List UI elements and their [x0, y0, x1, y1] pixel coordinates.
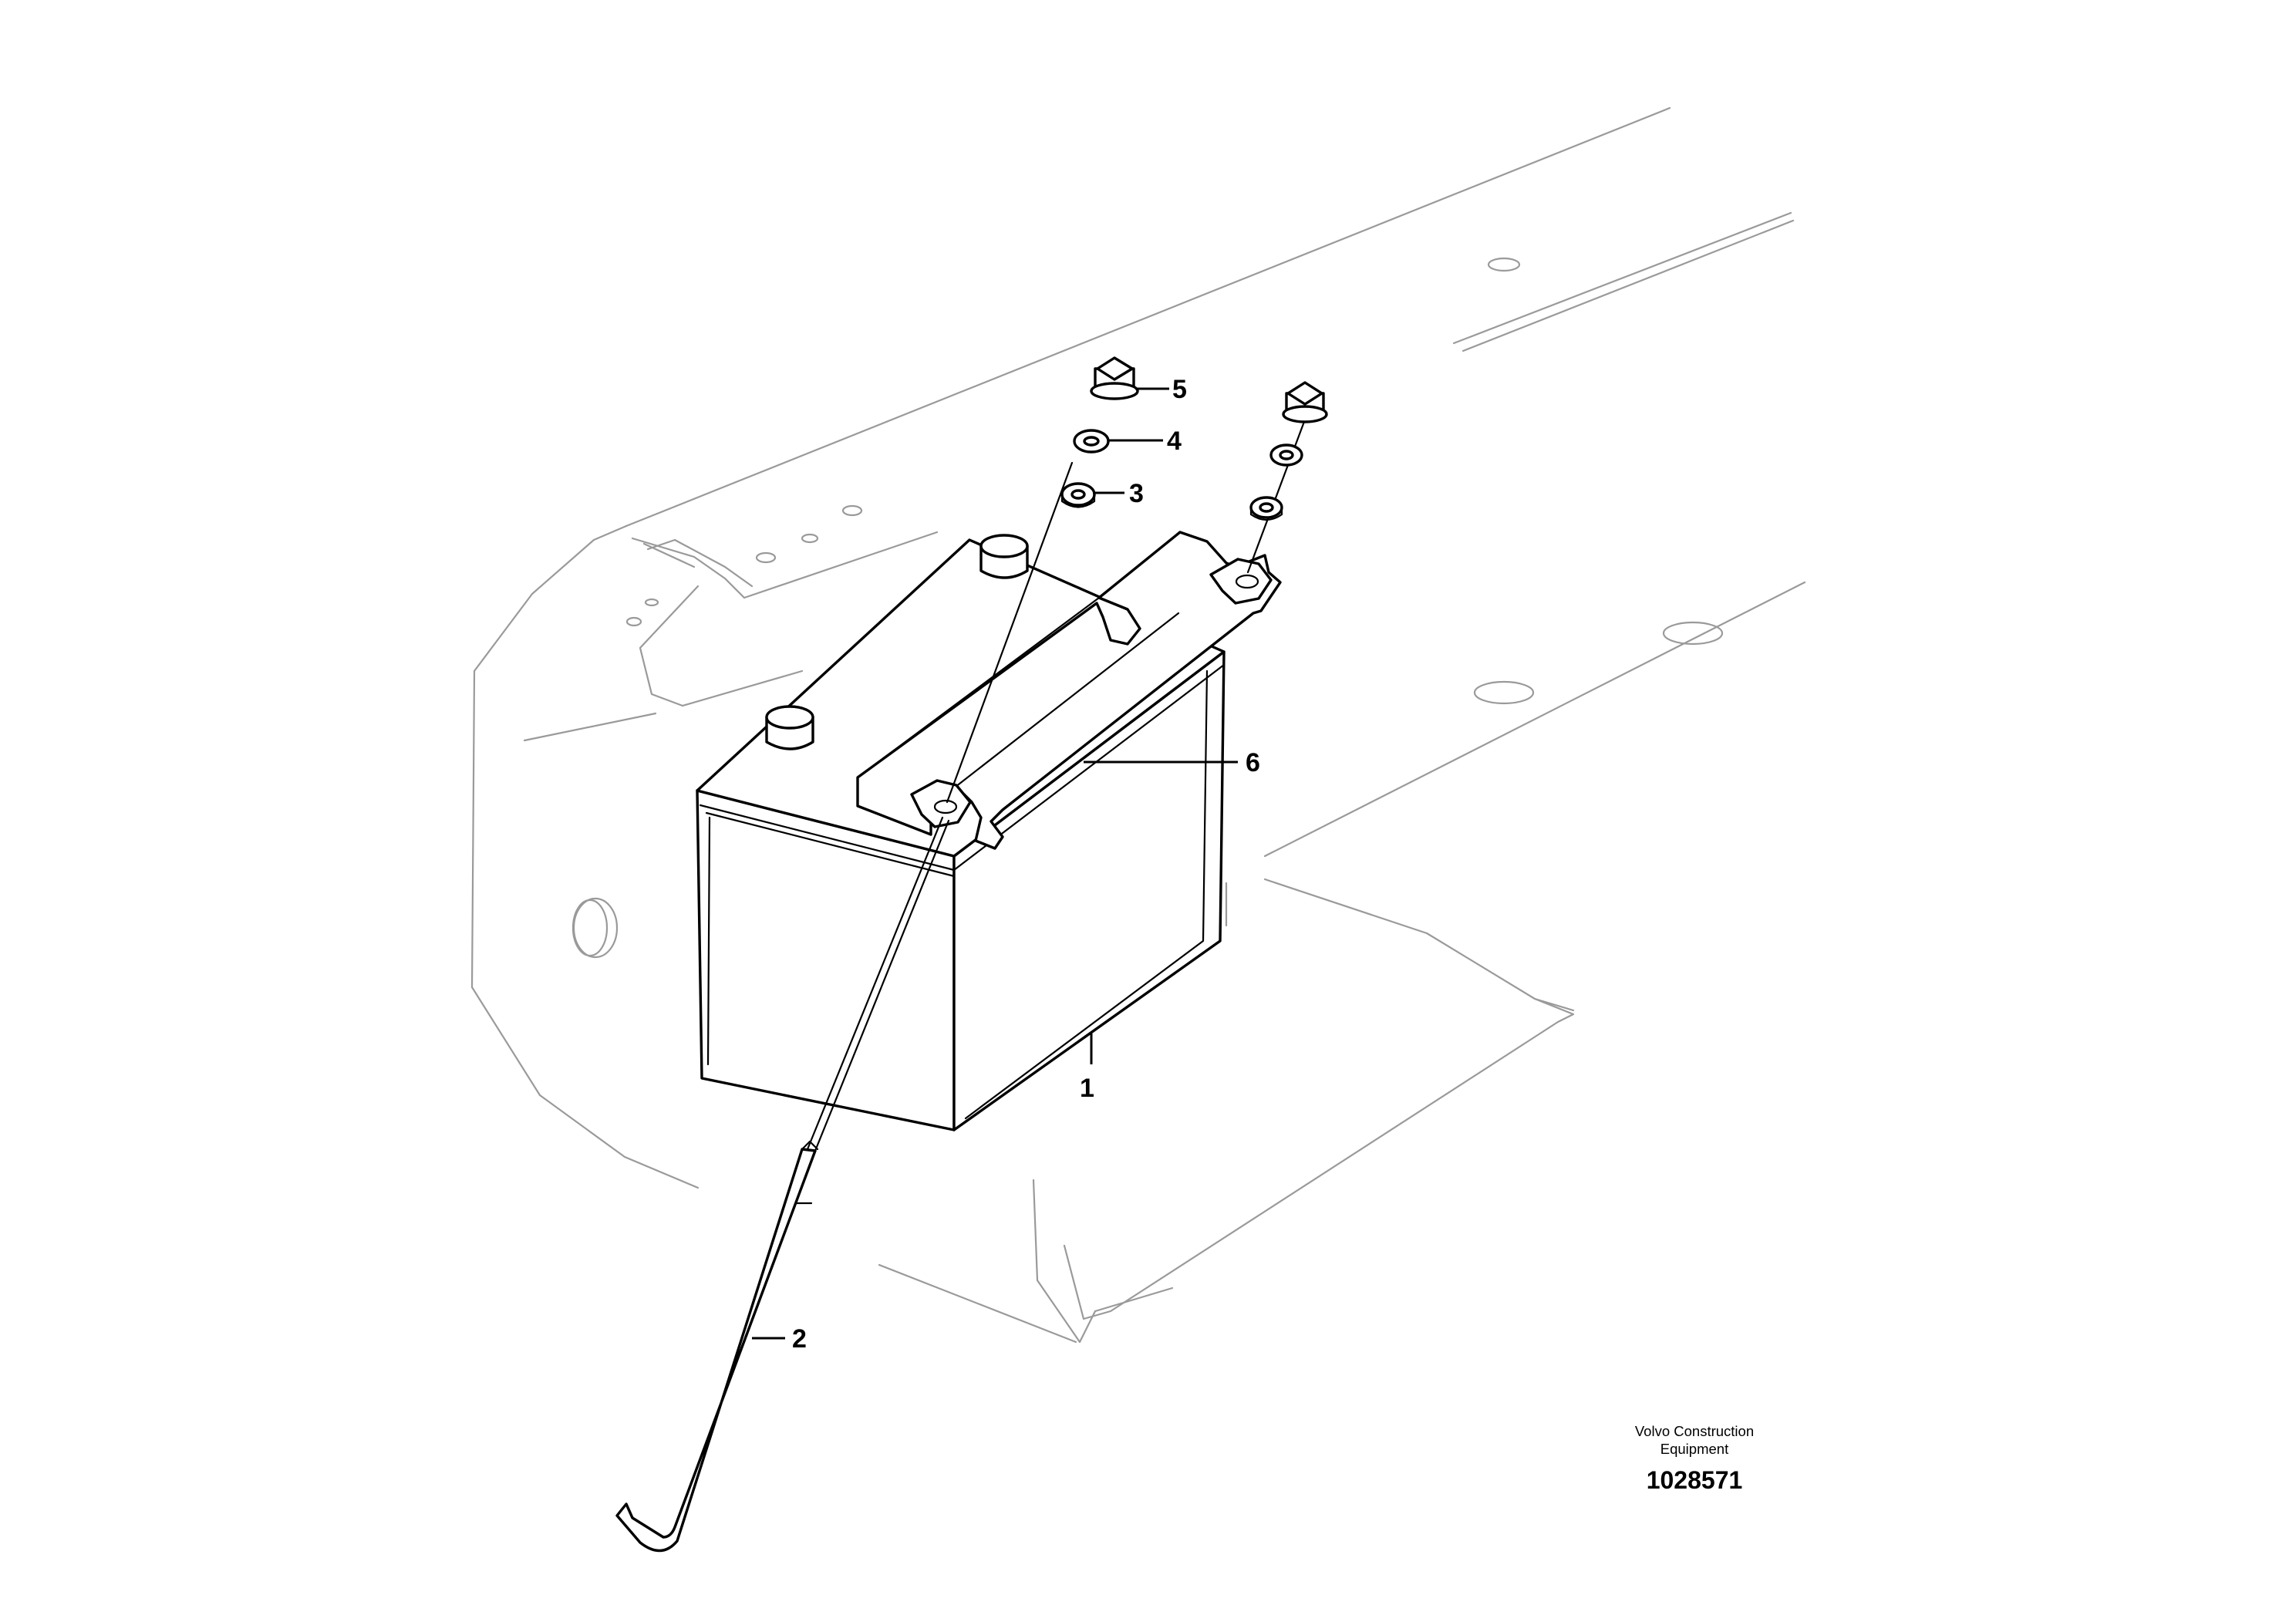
- callout-labels: 1 2 3 4 5 6: [792, 375, 1260, 1354]
- callout-4: 4: [1167, 427, 1182, 456]
- clamp-bracket: [856, 531, 1282, 850]
- terminal-post-left: [765, 705, 814, 750]
- flange-nut: [1090, 356, 1139, 400]
- flange-nut-right: [1282, 381, 1328, 423]
- washer-upper: [1073, 429, 1110, 454]
- hook-rod: [615, 816, 950, 1553]
- washer-lower-right: [1249, 496, 1283, 521]
- washer-lower: [1060, 482, 1096, 508]
- drawing-credit: Volvo Construction Equipment 1028571: [1635, 1423, 1754, 1494]
- callout-6: 6: [1246, 748, 1260, 777]
- chassis-frame: [470, 106, 1806, 1344]
- callout-3: 3: [1129, 479, 1144, 508]
- callout-5: 5: [1172, 375, 1187, 404]
- terminal-post-rear: [979, 534, 1029, 579]
- washer-upper-right: [1269, 443, 1303, 467]
- credit-line-1: Volvo Construction: [1635, 1423, 1754, 1439]
- part-number: 1028571: [1647, 1466, 1743, 1494]
- callout-2: 2: [792, 1324, 807, 1354]
- fastener-stack-left: [946, 356, 1139, 804]
- credit-line-2: Equipment: [1660, 1441, 1728, 1457]
- fastener-stack-right: [1246, 381, 1328, 574]
- callout-1: 1: [1080, 1074, 1094, 1103]
- callout-leaders: [752, 387, 1238, 1340]
